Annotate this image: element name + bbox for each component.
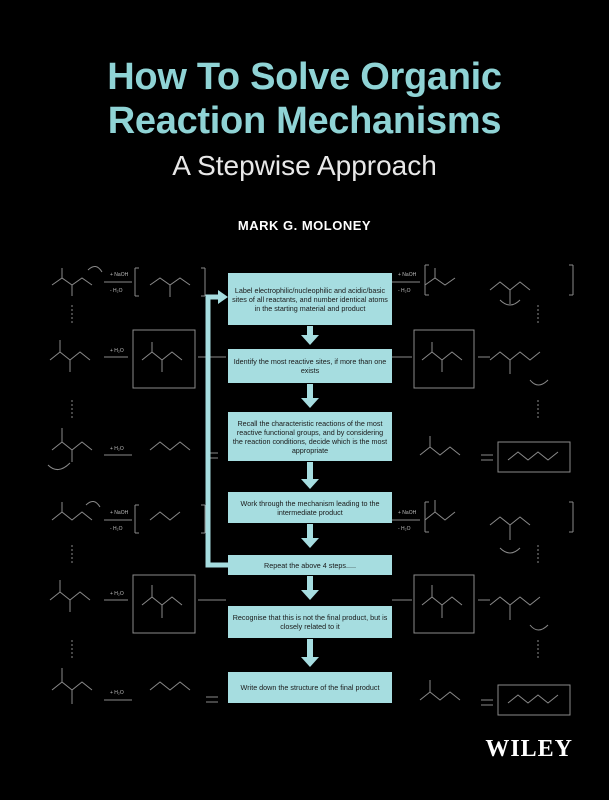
structure-left-5: [49, 580, 91, 612]
boxed-structure-right-1: [413, 329, 475, 389]
reagent-label: - H₂O: [398, 288, 411, 294]
reagent-label: + H₂O: [110, 446, 124, 452]
reagent-label: - H₂O: [110, 288, 123, 294]
flow-step-3: Recall the characteristic reactions of t…: [228, 412, 392, 461]
flow-step-2: Identify the most reactive sites, if mor…: [228, 349, 392, 383]
reagent-label: + NaOH: [110, 272, 129, 278]
book-subtitle: A Stepwise Approach: [172, 150, 437, 181]
structure-left-6: [51, 668, 93, 704]
structure-left-1: [51, 266, 103, 296]
boxed-structure-left-1: [132, 329, 196, 389]
reagent-label: + H₂O: [110, 690, 124, 696]
structure-left-2: [49, 340, 91, 372]
flow-step-5: Repeat the above 4 steps.....: [228, 555, 392, 575]
structure-left-3: [47, 428, 93, 470]
reagent-label: + NaOH: [110, 510, 129, 516]
boxed-structure-right-2: [497, 441, 571, 473]
author-name: MARK G. MOLONEY: [237, 218, 372, 233]
reagent-label: - H₂O: [110, 526, 123, 532]
boxed-structure-right-4: [497, 684, 571, 716]
book-title-line-2: Reaction Mechanisms: [107, 100, 502, 142]
reagent-label: + NaOH: [398, 510, 417, 516]
reagent-label: + H₂O: [110, 348, 124, 354]
reagent-label: - H₂O: [398, 526, 411, 532]
loop-back-arrowhead: [218, 290, 228, 304]
flow-step-1: Label electrophilic/nucleophilic and aci…: [228, 273, 392, 325]
reagent-label: + H₂O: [110, 591, 124, 597]
book-title-line-1: How To Solve Organic: [107, 56, 502, 98]
loop-back-arrow: [205, 294, 228, 568]
boxed-structure-left-2: [132, 574, 196, 634]
flow-step-4: Work through the mechanism leading to th…: [228, 492, 392, 523]
reagent-label: + NaOH: [398, 272, 417, 278]
publisher-logo: WILEY: [485, 736, 573, 762]
boxed-structure-right-3: [413, 574, 475, 634]
structure-left-4: [51, 501, 101, 521]
flow-step-6: Recognise that this is not the final pro…: [228, 606, 392, 638]
flow-step-7: Write down the structure of the final pr…: [228, 672, 392, 703]
flow-down-arrows: [301, 326, 319, 667]
